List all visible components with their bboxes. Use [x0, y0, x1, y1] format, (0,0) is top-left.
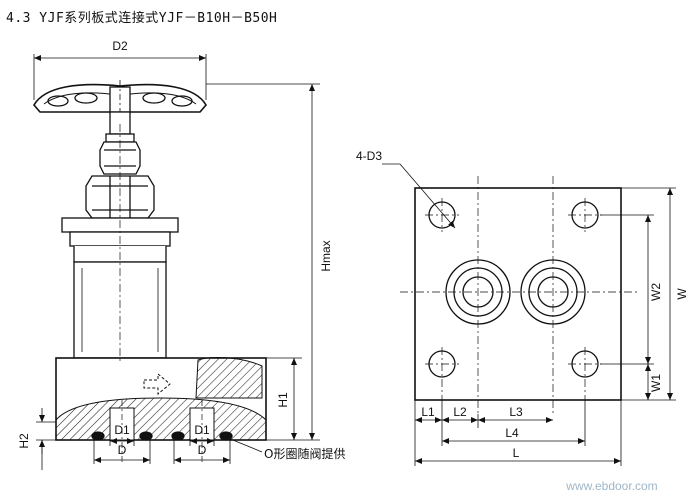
watermark-text: www.ebdoor.com	[565, 479, 657, 493]
dim-label-w2: W2	[649, 283, 663, 301]
dim-label-l2: L2	[453, 405, 467, 419]
valve-body-cylinder	[73, 246, 167, 359]
drawing-title: 4.3 YJF系列板式连接式YJF－B10H－B50H	[6, 11, 278, 26]
dim-label-4-d3: 4-D3	[356, 149, 382, 163]
dim-label-l1: L1	[421, 405, 435, 419]
handwheel	[33, 80, 207, 118]
dim-label-w1: W1	[649, 374, 663, 392]
dim-label-hmax: Hmax	[319, 240, 333, 271]
left-view-dimensions	[33, 54, 320, 470]
dim-label-w: W	[675, 288, 689, 300]
dim-label-h2: H2	[17, 433, 31, 449]
dim-label-d-right: D	[198, 443, 207, 457]
dim-label-l: L	[513, 446, 520, 460]
valve-stem	[105, 111, 135, 143]
plan-center-lines	[400, 176, 640, 414]
dim-label-d1-left: D1	[114, 423, 130, 437]
valve-plan-view	[400, 176, 640, 414]
dim-label-l4: L4	[505, 426, 519, 440]
dim-label-h1: H1	[276, 392, 290, 408]
right-view-dimensions	[382, 163, 676, 466]
dim-label-d1-right: D1	[194, 423, 210, 437]
valve-elevation-view	[33, 80, 267, 462]
dim-label-d-left: D	[118, 443, 127, 457]
dim-label-d2: D2	[112, 39, 128, 53]
valve-base-block	[55, 357, 267, 462]
right-view-labels: 4-D3 L1 L2 L3 L4 L W W2 W1	[356, 149, 689, 460]
left-view-labels: D2 Hmax H1 H2 D1 D1 D D O形圈随阀提供	[17, 39, 345, 461]
o-ring-note: O形圈随阀提供	[264, 446, 345, 461]
o-ring-seals	[91, 431, 233, 441]
dim-label-l3: L3	[509, 405, 523, 419]
